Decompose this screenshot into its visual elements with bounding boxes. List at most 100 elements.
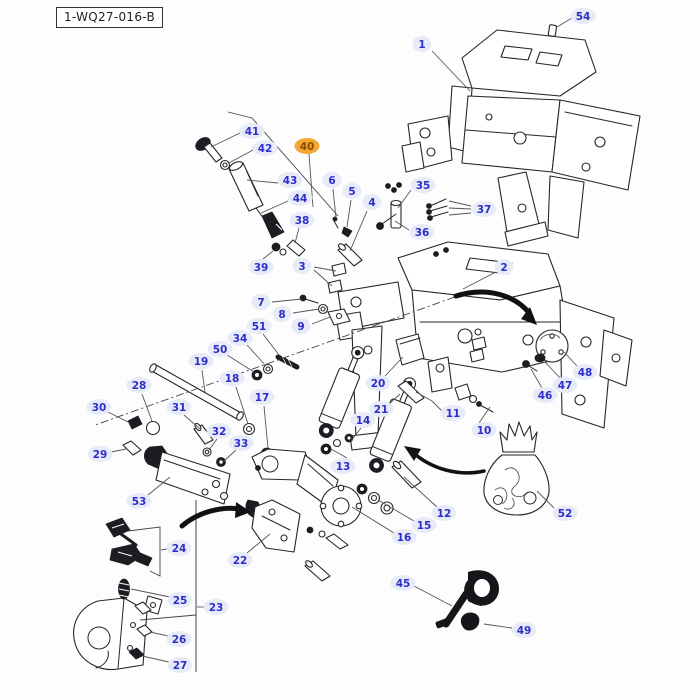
label-bubble[interactable]	[391, 529, 417, 545]
label-bubble[interactable]	[246, 318, 272, 334]
label-bubble[interactable]	[227, 330, 253, 346]
part-label-20[interactable]: 20	[365, 375, 391, 391]
label-number[interactable]: 53	[132, 496, 147, 508]
label-number[interactable]: 8	[278, 309, 285, 321]
label-bubble[interactable]	[287, 190, 313, 206]
label-number[interactable]: 28	[132, 380, 147, 392]
part-label-29[interactable]: 29	[87, 446, 113, 462]
label-number[interactable]: 49	[517, 625, 532, 637]
part-label-3[interactable]: 3	[292, 258, 312, 274]
part-label-36[interactable]: 36	[409, 224, 435, 240]
label-bubble[interactable]	[166, 540, 192, 556]
label-number[interactable]: 13	[336, 461, 351, 473]
label-number[interactable]: 2	[500, 262, 507, 274]
part-label-25[interactable]: 25	[167, 592, 193, 608]
part-label-8[interactable]: 8	[272, 306, 292, 322]
label-bubble[interactable]	[412, 36, 432, 52]
part-label-49[interactable]: 49	[511, 622, 537, 638]
part-label-31[interactable]: 31	[166, 399, 192, 415]
label-bubble[interactable]	[248, 259, 274, 275]
part-label-48[interactable]: 48	[572, 364, 598, 380]
label-bubble[interactable]	[532, 387, 558, 403]
part-label-30[interactable]: 30	[86, 399, 112, 415]
label-number[interactable]: 48	[578, 367, 593, 379]
part-label-28[interactable]: 28	[126, 377, 152, 393]
label-number[interactable]: 20	[371, 378, 386, 390]
label-number[interactable]: 11	[446, 408, 461, 420]
part-label-15[interactable]: 15	[411, 517, 437, 533]
label-number[interactable]: 51	[252, 321, 267, 333]
part-label-22[interactable]: 22	[227, 552, 253, 568]
label-bubble[interactable]	[126, 377, 152, 393]
label-bubble[interactable]	[166, 631, 192, 647]
label-bubble[interactable]	[511, 622, 537, 638]
label-bubble[interactable]	[471, 422, 497, 438]
part-label-26[interactable]: 26	[166, 631, 192, 647]
label-bubble[interactable]	[86, 399, 112, 415]
label-number[interactable]: 31	[172, 402, 187, 414]
part-label-52[interactable]: 52	[552, 505, 578, 521]
label-number[interactable]: 50	[213, 344, 228, 356]
part-label-32[interactable]: 32	[206, 423, 232, 439]
label-number[interactable]: 42	[258, 143, 273, 155]
label-number[interactable]: 45	[396, 578, 411, 590]
label-number[interactable]: 32	[212, 426, 227, 438]
label-number[interactable]: 41	[245, 126, 260, 138]
label-bubble[interactable]	[167, 592, 193, 608]
label-bubble[interactable]	[409, 224, 435, 240]
label-number[interactable]: 34	[233, 333, 248, 345]
part-label-40[interactable]: 40	[294, 138, 320, 154]
label-bubble[interactable]	[188, 353, 214, 369]
label-bubble[interactable]	[365, 375, 391, 391]
part-label-42[interactable]: 42	[252, 140, 278, 156]
label-number[interactable]: 23	[209, 602, 224, 614]
part-label-27[interactable]: 27	[167, 657, 193, 673]
label-number[interactable]: 10	[477, 425, 492, 437]
label-number[interactable]: 22	[233, 555, 248, 567]
label-bubble[interactable]	[368, 401, 394, 417]
label-bubble[interactable]	[494, 259, 514, 275]
label-bubble[interactable]	[292, 258, 312, 274]
label-number[interactable]: 27	[173, 660, 188, 672]
label-bubble[interactable]	[87, 446, 113, 462]
part-label-13[interactable]: 13	[330, 458, 356, 474]
label-bubble[interactable]	[330, 458, 356, 474]
part-label-47[interactable]: 47	[552, 377, 578, 393]
part-label-4[interactable]: 4	[362, 194, 382, 210]
part-label-21[interactable]: 21	[368, 401, 394, 417]
label-number[interactable]: 16	[397, 532, 412, 544]
label-bubble[interactable]	[411, 517, 437, 533]
part-label-23[interactable]: 23	[203, 599, 229, 615]
label-number[interactable]: 12	[437, 508, 452, 520]
label-bubble[interactable]	[251, 294, 271, 310]
label-number[interactable]: 29	[93, 449, 108, 461]
label-number[interactable]: 15	[417, 520, 432, 532]
label-bubble[interactable]	[362, 194, 382, 210]
label-number[interactable]: 7	[257, 297, 264, 309]
label-bubble[interactable]	[289, 212, 315, 228]
label-bubble[interactable]	[570, 8, 596, 24]
label-number[interactable]: 35	[416, 180, 431, 192]
part-label-45[interactable]: 45	[390, 575, 416, 591]
label-number[interactable]: 4	[368, 197, 375, 209]
part-label-17[interactable]: 17	[249, 389, 275, 405]
label-number[interactable]: 38	[295, 215, 310, 227]
part-label-46[interactable]: 46	[532, 387, 558, 403]
part-label-43[interactable]: 43	[277, 172, 303, 188]
label-number[interactable]: 5	[348, 186, 355, 198]
label-number[interactable]: 30	[92, 402, 107, 414]
label-bubble[interactable]	[206, 423, 232, 439]
part-label-33[interactable]: 33	[228, 435, 254, 451]
label-bubble[interactable]	[239, 123, 265, 139]
label-number[interactable]: 9	[297, 321, 304, 333]
label-number[interactable]: 47	[558, 380, 573, 392]
part-label-16[interactable]: 16	[391, 529, 417, 545]
label-bubble[interactable]	[440, 405, 466, 421]
label-number[interactable]: 24	[172, 543, 187, 555]
part-label-38[interactable]: 38	[289, 212, 315, 228]
label-bubble[interactable]	[228, 435, 254, 451]
label-bubble[interactable]	[252, 140, 278, 156]
label-bubble[interactable]	[342, 183, 362, 199]
part-label-18[interactable]: 18	[219, 370, 245, 386]
label-number[interactable]: 19	[194, 356, 209, 368]
